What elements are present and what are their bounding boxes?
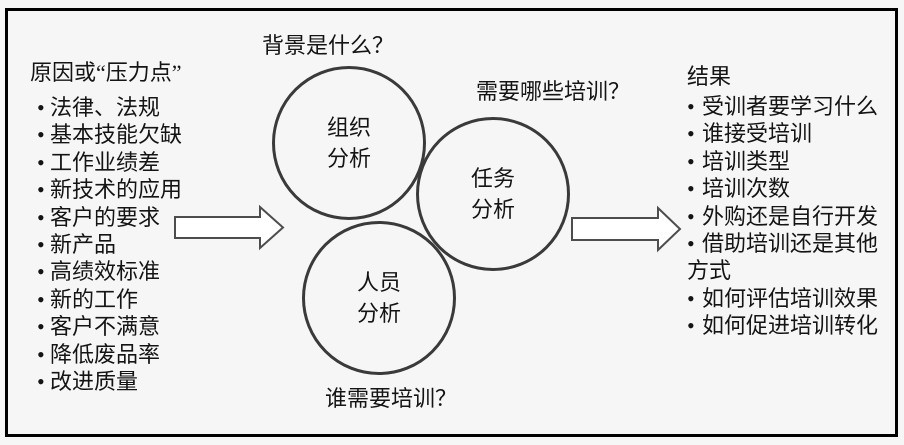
list-item-text: 借助培训还是其他	[702, 231, 879, 257]
list-item-text: 培训次数	[702, 176, 791, 202]
list-item: • 培训类型	[687, 148, 878, 175]
list-item-text: 培训类型	[702, 148, 791, 174]
list-item-text: 法律、法规	[50, 95, 161, 120]
list-item: • 谁接受培训	[687, 120, 878, 147]
list-item: •改进质量	[37, 368, 182, 395]
circle-label-line: 人员	[356, 270, 401, 295]
list-item: •新技术的应用	[37, 176, 182, 203]
bullet-icon: •	[37, 204, 45, 230]
flow-arrow-left-icon	[174, 204, 285, 251]
list-item-text: 如何评估培训效果	[702, 285, 879, 311]
list-item: • 外购还是自行开发	[687, 203, 878, 230]
label-who-needs-training-question: 谁需要培训？	[325, 386, 458, 411]
bullet-icon: •	[687, 121, 695, 147]
left-panel-title: 原因或“压力点”	[30, 60, 182, 85]
list-item: •新的工作	[37, 286, 182, 313]
list-item: •降低废品率	[37, 341, 182, 368]
bullet-icon: •	[37, 286, 45, 312]
list-item-text: 高绩效标准	[50, 259, 161, 285]
list-item: •工作业绩差	[37, 149, 182, 176]
list-item: •新产品	[37, 231, 182, 258]
bullet-icon: •	[687, 285, 695, 311]
list-item-text: 新产品	[50, 232, 117, 258]
flow-arrow-right-icon	[571, 205, 682, 253]
list-item-text: 新技术的应用	[50, 177, 183, 203]
bullet-icon: •	[37, 149, 45, 175]
list-item-text: 工作业绩差	[50, 149, 161, 175]
right-panel-title: 结果	[687, 64, 732, 89]
circle-label-line: 分析	[326, 146, 371, 171]
list-item: •法律、法规	[37, 94, 182, 121]
circle-label-line: 组织	[326, 115, 371, 140]
circle-person-analysis: 人员 分析	[302, 221, 456, 375]
list-item-text: 客户的要求	[50, 204, 161, 230]
circle-label-line: 分析	[356, 301, 401, 326]
bullet-icon: •	[37, 177, 45, 203]
circle-task-analysis: 任务 分析	[416, 117, 570, 271]
list-item: •基本技能欠缺	[37, 121, 182, 148]
left-panel-list: •法律、法规•基本技能欠缺•工作业绩差•新技术的应用•客户的要求•新产品•高绩效…	[37, 94, 182, 395]
diagram-border	[5, 8, 898, 437]
bullet-icon: •	[687, 176, 695, 202]
list-item-text: 客户不满意	[50, 314, 161, 340]
bullet-icon: •	[37, 95, 45, 120]
circle-label-line: 分析	[470, 197, 515, 222]
list-item-text: 谁接受培训	[702, 121, 813, 147]
list-item: • 受训者要学习什么	[687, 93, 878, 120]
label-context-question: 背景是什么？	[262, 33, 395, 58]
list-item: • 如何评估培训效果	[687, 285, 878, 312]
list-item-text: 受训者要学习什么	[702, 94, 879, 119]
list-item: • 借助培训还是其他	[687, 230, 878, 257]
list-item: • 如何促进培训转化	[687, 312, 878, 339]
right-panel-list: • 受训者要学习什么 • 谁接受培训 • 培训类型 • 培训次数 • 外购还是自行开发 • 借助培训还…	[687, 93, 878, 340]
list-item: • 培训次数	[687, 175, 878, 202]
bullet-icon: •	[37, 341, 45, 367]
bullet-icon: •	[37, 259, 45, 285]
list-item: •高绩效标准	[37, 258, 182, 285]
list-item-text: 改进质量	[50, 369, 139, 395]
bullet-icon: •	[37, 369, 45, 395]
circle-label-line: 任务	[470, 166, 515, 191]
list-item: •客户的要求	[37, 204, 182, 231]
label-which-training-question: 需要哪些培训？	[476, 79, 631, 104]
bullet-icon: •	[687, 94, 695, 119]
list-item-text: 基本技能欠缺	[50, 122, 183, 148]
list-item: •方式	[687, 257, 878, 284]
bullet-icon: •	[37, 314, 45, 340]
bullet-icon: •	[687, 313, 695, 339]
bullet-icon: •	[37, 232, 45, 258]
bullet-icon: •	[687, 203, 695, 229]
bullet-icon: •	[37, 122, 45, 148]
list-item-text: 方式	[687, 258, 732, 284]
list-item-text: 如何促进培训转化	[702, 313, 879, 339]
list-item: •客户不满意	[37, 313, 182, 340]
list-item-text: 新的工作	[50, 286, 139, 312]
bullet-icon: •	[687, 148, 695, 174]
list-item-text: 降低废品率	[50, 341, 161, 367]
list-item-text: 外购还是自行开发	[702, 203, 879, 229]
circle-organizational-analysis: 组织 分析	[272, 66, 426, 220]
bullet-icon: •	[687, 231, 695, 257]
